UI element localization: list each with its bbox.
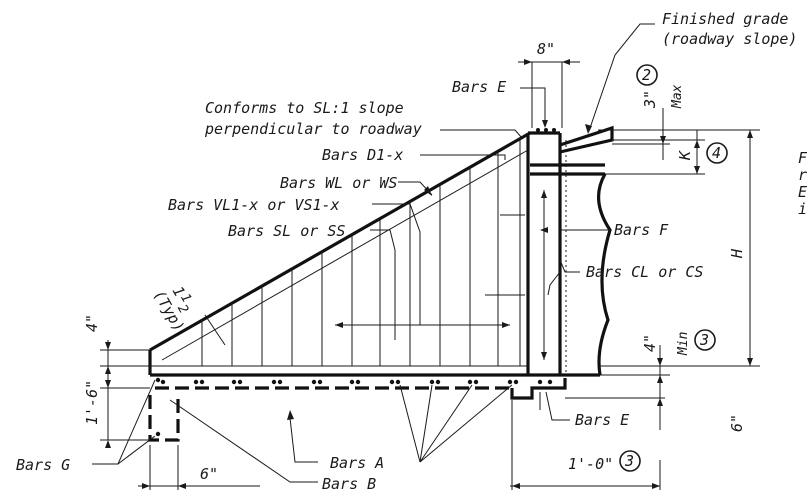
conforms-label-1: Conforms to SL:1 slope — [205, 99, 404, 117]
bars-sl-ss-label: Bars SL or SS — [228, 222, 345, 240]
min-label: Min — [676, 332, 691, 356]
bars-d1x-label: Bars D1-x — [322, 146, 403, 164]
arrowheads — [105, 59, 753, 489]
bars-wl-ws-label: Bars WL or WS — [280, 174, 397, 192]
finished-grade-label: Finished grade — [662, 10, 788, 28]
dim-8in: 8" — [537, 40, 555, 58]
edge-text-f: F — [798, 149, 807, 167]
bars-b-label: Bars B — [322, 475, 376, 491]
finished-grade-wedge — [559, 125, 614, 154]
max-label: Max — [670, 84, 685, 109]
bars-a-label: Bars A — [330, 454, 384, 472]
dim-6in-bottom: 6" — [200, 465, 218, 483]
edge-text-r: r — [798, 166, 807, 184]
edge-text-e: E — [798, 183, 807, 201]
note-marker-3-bottom — [619, 450, 641, 472]
dim-3in-max: 3" — [641, 90, 659, 109]
dim-k-label: K — [676, 150, 694, 161]
dim-4in-min: 4" — [641, 334, 659, 352]
wingwall-slope-line — [149, 131, 531, 352]
note-4-text: 4 — [712, 144, 721, 162]
dim-4in-left: 4" — [83, 314, 101, 332]
note-3-mid-text: 3 — [699, 331, 709, 349]
conforms-label-2: perpendicular to roadway — [204, 120, 422, 138]
note-marker-3-mid — [694, 329, 716, 351]
note-2-text: 2 — [642, 66, 651, 84]
bars-cl-cs-label: Bars CL or CS — [586, 263, 703, 281]
finished-grade-sub-label: (roadway slope) — [662, 30, 797, 48]
edge-text-i: i — [798, 200, 807, 218]
bars-vl1x-label: Bars VL1-x or VS1-x — [168, 196, 340, 214]
slab-break-line — [597, 173, 612, 376]
bars-e-top-label: Bars E — [452, 78, 506, 96]
bars-g-label: Bars G — [16, 456, 70, 474]
bars-e-bottom-label: Bars E — [575, 411, 629, 429]
dim-1ft0in: 1'-0" — [568, 455, 613, 473]
dim-6in-right: 6" — [728, 414, 746, 432]
footing-bar-dots — [155, 128, 556, 437]
bars-f-label: Bars F — [614, 221, 669, 239]
footing-key — [510, 378, 567, 400]
note-marker-4 — [706, 142, 728, 164]
dim-h-label: H — [728, 248, 746, 259]
dim-1ft6in: 1'-6" — [83, 380, 101, 425]
wingwall-slope-inner — [161, 149, 529, 361]
note-marker-2 — [636, 64, 658, 86]
note-3-bottom-text: 3 — [624, 452, 634, 470]
left-key-dashed — [148, 395, 180, 442]
slope-typ-group: 1 1 2 (Typ) — [150, 283, 194, 335]
vertical-bars — [201, 138, 521, 366]
